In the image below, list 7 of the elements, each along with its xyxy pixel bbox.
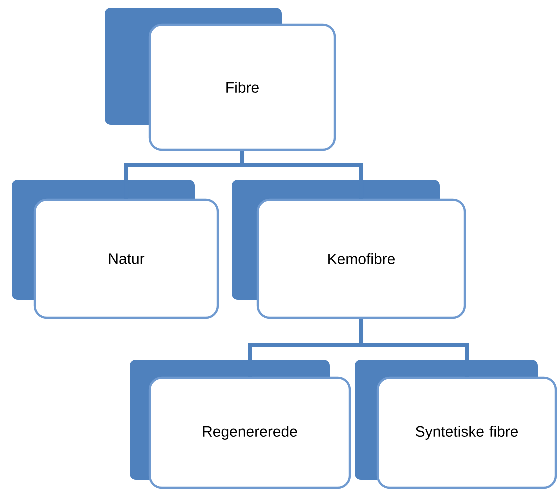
box: Kemofibre <box>232 180 466 320</box>
box: Natur <box>12 180 220 320</box>
box: Fibre <box>105 8 336 152</box>
box: Syntetiske fibre <box>355 360 558 490</box>
connector-line <box>360 319 469 377</box>
box: Regenererede <box>130 360 352 490</box>
connector-line <box>240 151 364 199</box>
